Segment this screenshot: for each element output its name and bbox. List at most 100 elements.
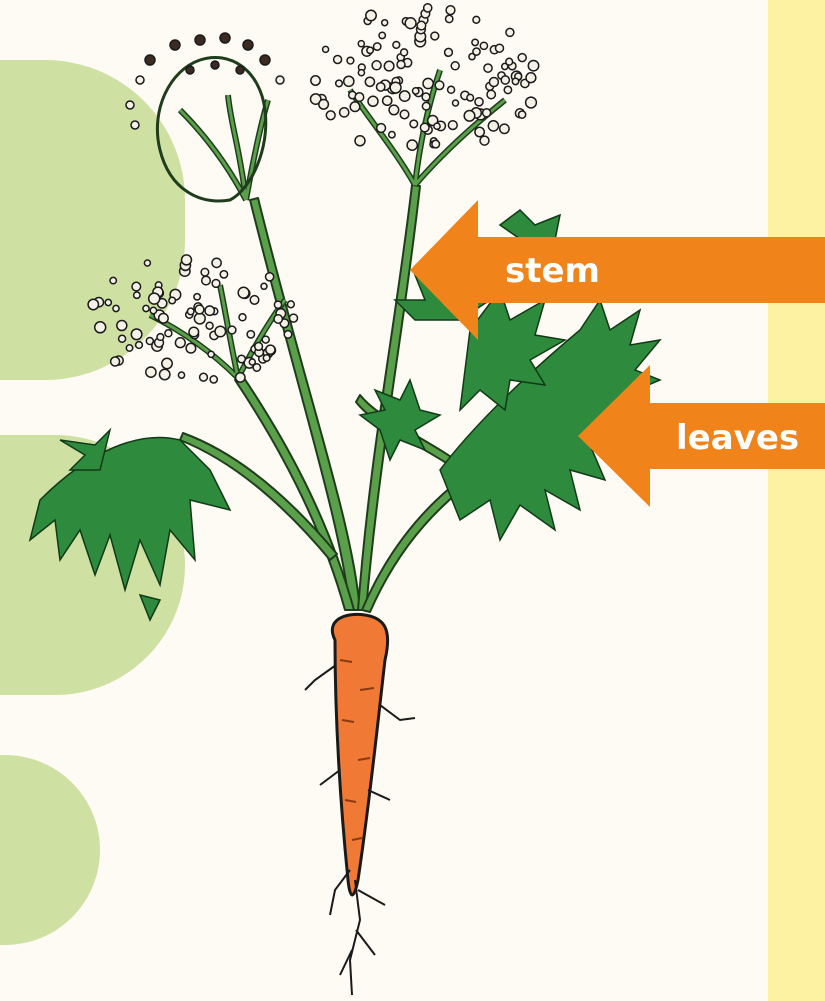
flower-floret [528, 60, 538, 70]
flower-floret [202, 276, 211, 285]
flower-floret [201, 268, 209, 276]
flower-floret [110, 277, 116, 283]
flower-floret [389, 132, 395, 138]
flower-floret [160, 369, 170, 379]
flower-floret [187, 308, 194, 315]
flower-floret [500, 124, 509, 133]
stem-arrow-icon [410, 200, 825, 340]
flower-floret [358, 41, 364, 47]
flower-floret [504, 86, 511, 93]
stem-label: stem [505, 254, 600, 288]
flower-floret [407, 140, 417, 150]
flower-floret [150, 307, 156, 313]
flower-floret [487, 90, 495, 98]
flower-floret [247, 331, 254, 338]
flower-floret [311, 76, 320, 85]
flower-floret [384, 61, 394, 71]
flower-floret [367, 47, 373, 53]
flower-floret [401, 49, 408, 56]
flower-floret [169, 297, 176, 304]
flower-floret [389, 105, 399, 115]
flower-floret [400, 110, 409, 119]
flower-floret [519, 111, 526, 118]
flower-floret [400, 91, 410, 101]
flower-floret [334, 56, 342, 64]
flower-floret [143, 305, 149, 311]
flower-floret [228, 326, 236, 334]
flower-floret [266, 273, 274, 281]
flower-floret [526, 97, 537, 108]
flower-floret [446, 6, 455, 15]
flower-floret [488, 121, 498, 131]
flower-floret [374, 43, 381, 50]
flower-floret [344, 76, 354, 86]
flower-floret [253, 364, 260, 371]
flower-floret [501, 76, 509, 84]
flower-floret [238, 287, 249, 298]
flower-floret [451, 62, 459, 70]
flower-floret [473, 48, 480, 55]
flower-floret [340, 108, 349, 117]
flower-floret [111, 357, 120, 366]
flower-floret [464, 111, 475, 122]
flower-floret [365, 77, 374, 86]
flower-floret [157, 334, 164, 341]
flower-floret [266, 345, 275, 354]
flower-floret [284, 331, 292, 339]
flower-floret [526, 73, 536, 83]
flower-floret [274, 301, 281, 308]
flower-floret [405, 18, 416, 29]
flower-floret [512, 78, 518, 84]
flower-floret [475, 127, 484, 136]
flower-floret [424, 4, 432, 12]
flower-floret [95, 322, 106, 333]
flower-floret [432, 140, 440, 148]
flower-floret [323, 46, 329, 52]
flower-floret [448, 86, 455, 93]
flower-floret [117, 321, 127, 331]
flower-floret [448, 121, 457, 130]
flower-floret [446, 15, 453, 22]
flower-floret [506, 58, 513, 65]
flower-floret [480, 42, 487, 49]
flower-head-top-right [311, 4, 539, 150]
flower-floret [366, 10, 376, 20]
flower-floret [261, 283, 267, 289]
flower-floret [480, 136, 489, 145]
flower-floret [410, 120, 418, 128]
flower-floret [506, 28, 514, 36]
flower-floret [472, 39, 478, 45]
flower-floret [105, 299, 111, 305]
flower-floret [390, 82, 401, 93]
leaves-label: leaves [676, 421, 799, 455]
flower-floret [473, 16, 480, 23]
flower-floret [347, 57, 354, 64]
flower-floret [212, 280, 220, 288]
flower-floret [186, 343, 196, 353]
flower-floret [358, 70, 364, 76]
flower-floret [475, 98, 483, 106]
flower-floret [194, 294, 200, 300]
flower-floret [210, 376, 217, 383]
flower-floret [489, 78, 498, 87]
flower-floret [377, 83, 385, 91]
flower-floret [88, 299, 98, 309]
flower-floret [195, 305, 204, 314]
flower-floret [149, 293, 160, 304]
flower-floret [205, 306, 214, 315]
flower-floret [393, 42, 400, 49]
flower-floret [383, 96, 392, 105]
flower-floret [208, 351, 214, 357]
flower-floret [126, 345, 132, 351]
flower-floret [255, 343, 263, 351]
flower-floret [236, 373, 245, 382]
flower-floret [132, 282, 141, 291]
flower-floret [288, 301, 295, 308]
flower-floret [274, 315, 282, 323]
flower-floret [162, 358, 172, 368]
flower-floret [206, 322, 213, 329]
flower-floret [165, 330, 172, 337]
carrot-root [305, 614, 415, 995]
flower-floret [372, 61, 381, 70]
